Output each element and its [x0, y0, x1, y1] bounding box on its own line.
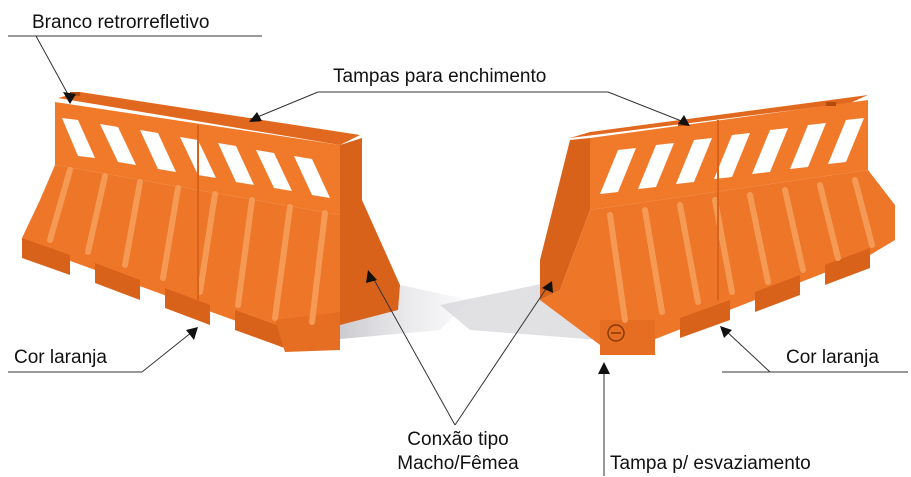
right-barrier-reflective-stripes: [600, 118, 864, 194]
right-barrier-foot-1: [600, 320, 655, 355]
label-cor-laranja-right: Cor laranja: [786, 347, 879, 368]
label-tampa-esvaziamento: Tampa p/ esvaziamento: [610, 453, 811, 474]
left-barrier-foot-4: [235, 310, 290, 350]
arrow-conexao-left: [366, 270, 377, 283]
left-barrier-lower-body: [22, 165, 340, 335]
arrow-cor-right: [720, 326, 732, 338]
arrow-branco: [63, 92, 76, 104]
left-barrier-foot-1: [22, 238, 70, 275]
left-barrier-foot-block: [275, 312, 340, 352]
left-barrier: [22, 92, 400, 352]
left-barrier-ribs: [47, 167, 328, 325]
label-conexao-line1: Conxão tipo: [407, 429, 509, 450]
right-barrier: [540, 95, 895, 355]
right-barrier-foot-3: [755, 275, 800, 312]
right-barrier-foot-4: [825, 248, 870, 285]
arrow-cor-left: [186, 327, 198, 340]
label-branco-retrorrefletivo: Branco retrorrefletivo: [32, 12, 210, 33]
label-cor-laranja-left: Cor laranja: [14, 347, 107, 368]
label-tampas-enchimento: Tampas para enchimento: [333, 66, 547, 87]
left-barrier-top-panel: [58, 92, 360, 145]
label-conexao-line2: Macho/Fêmea: [397, 453, 519, 474]
arrow-tampas-right: [678, 115, 690, 126]
right-barrier-foot-2: [680, 300, 730, 338]
right-fill-cap-2: [826, 102, 836, 106]
right-barrier-end-face: [540, 138, 590, 300]
callout-lines: [8, 35, 908, 476]
arrow-conexao-right: [542, 281, 553, 293]
arrow-tampa-esv: [598, 362, 610, 374]
left-barrier-foot-3: [165, 288, 210, 325]
arrow-tampas-left: [249, 112, 262, 122]
callout-arrowheads: [63, 92, 732, 374]
left-barrier-end-face: [340, 138, 400, 325]
right-barrier-top-panel: [570, 95, 868, 138]
label-conexao: Conxão tipo Macho/Fêmea: [373, 428, 543, 476]
left-barrier-foot-2: [95, 263, 140, 300]
